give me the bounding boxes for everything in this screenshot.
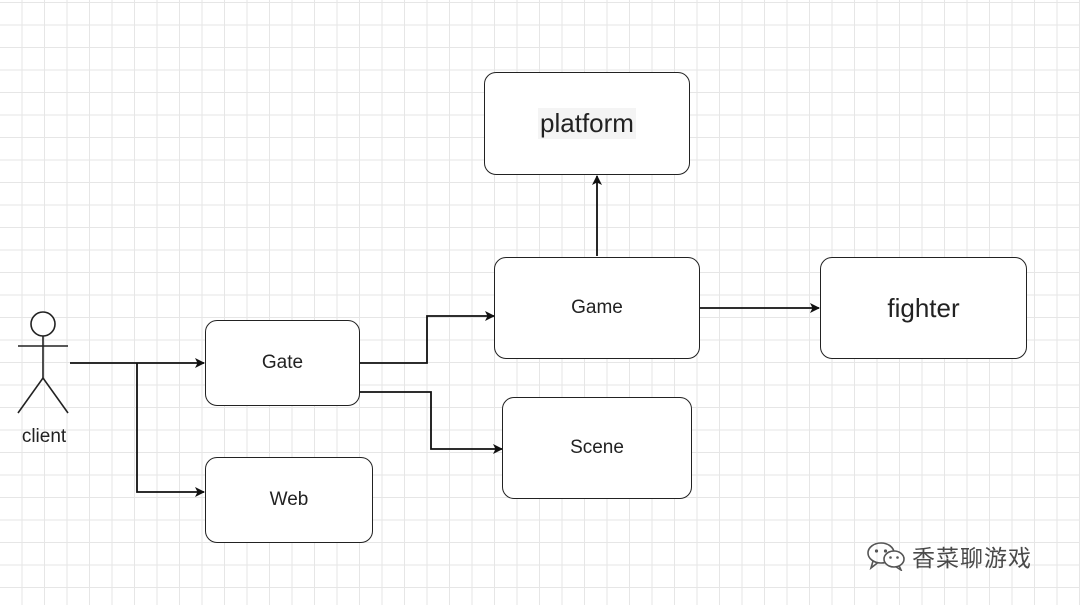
- node-web-label: Web: [269, 489, 309, 510]
- watermark: 香菜聊游戏: [866, 539, 1032, 573]
- edge-gate-scene: [360, 391, 503, 454]
- node-scene-label: Scene: [570, 437, 624, 458]
- edge-gate-game: [360, 311, 495, 364]
- wechat-icon: [867, 542, 905, 571]
- node-web[interactable]: Web: [205, 457, 373, 543]
- node-platform-label: platform: [538, 108, 636, 139]
- node-gate-label: Gate: [261, 352, 304, 373]
- node-gate[interactable]: Gate: [205, 320, 360, 406]
- node-game[interactable]: Game: [494, 257, 700, 359]
- client-label: client: [21, 426, 67, 447]
- node-game-label: Game: [571, 297, 623, 318]
- node-scene[interactable]: Scene: [502, 397, 692, 499]
- watermark-text: 香菜聊游戏: [912, 546, 1032, 572]
- node-fighter[interactable]: fighter: [820, 257, 1027, 359]
- node-fighter-label: fighter: [887, 292, 960, 323]
- edge-client-web: [136, 363, 205, 497]
- node-platform[interactable]: platform: [484, 72, 690, 175]
- client-actor-icon: [17, 311, 69, 414]
